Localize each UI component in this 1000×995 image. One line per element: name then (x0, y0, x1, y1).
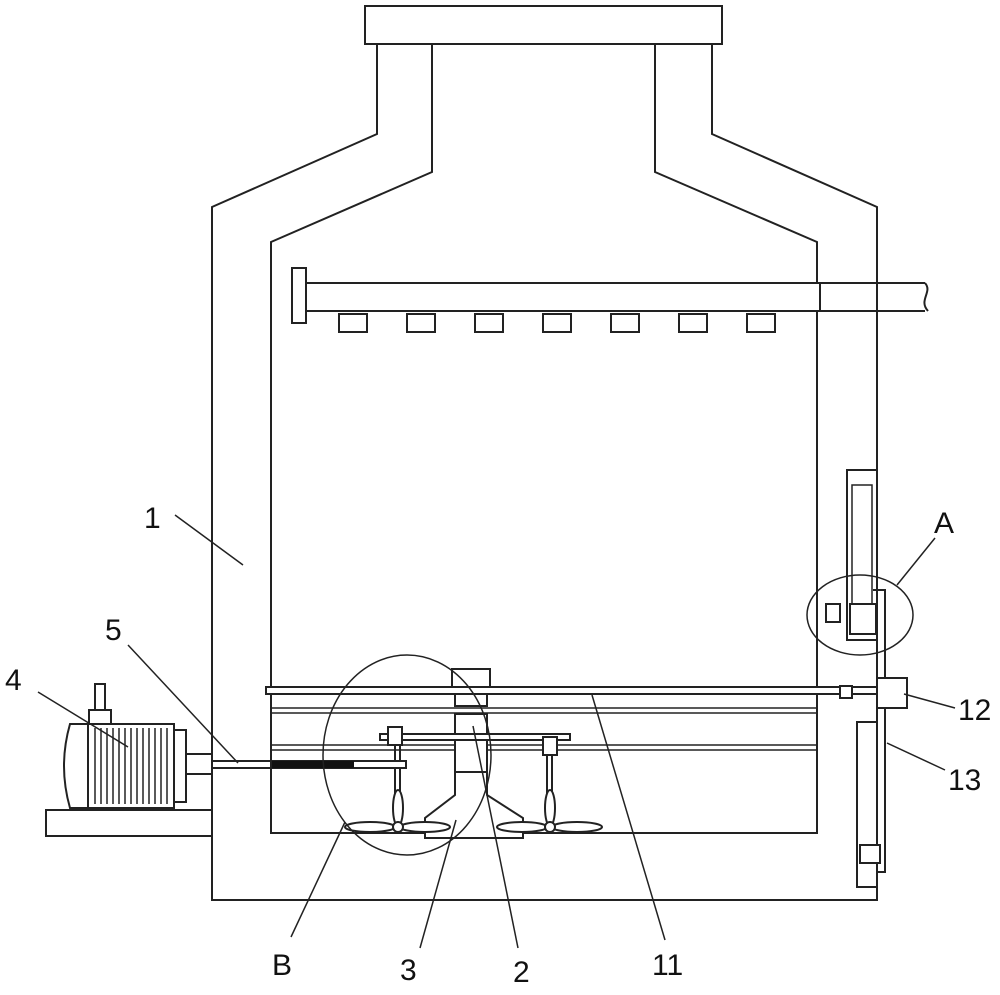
nozzle (406, 313, 436, 333)
leader-2 (472, 725, 519, 949)
rod-connector (839, 685, 853, 699)
tank-inner-wall (270, 44, 818, 834)
leader-12 (903, 693, 956, 709)
leader-1 (174, 514, 244, 566)
stirrer-center (544, 821, 556, 833)
stirrer-hub (387, 726, 403, 746)
label-13: 13 (948, 764, 981, 797)
motor-front-flange (173, 729, 187, 803)
nozzle (542, 313, 572, 333)
nozzle (474, 313, 504, 333)
motor-coupling (185, 753, 213, 775)
motor-end-cap (63, 723, 89, 809)
lower-plate-tab (859, 844, 881, 864)
nozzle (338, 313, 368, 333)
motor-terminal (94, 683, 106, 711)
top-cap (364, 5, 723, 45)
pipe-end-flange (291, 267, 307, 324)
label-12: 12 (958, 694, 991, 727)
label-5: 5 (105, 614, 122, 647)
slider-carriage (849, 603, 877, 635)
nozzle (610, 313, 640, 333)
label-b: B (272, 949, 292, 982)
leader-4 (37, 691, 129, 748)
stirrer-right (496, 736, 603, 833)
motor-base (45, 809, 213, 837)
block-mid (454, 693, 488, 707)
leader-5 (127, 644, 239, 764)
stirrer-hub (542, 736, 558, 756)
block-top (451, 668, 491, 688)
leader-11 (591, 694, 666, 941)
label-3: 3 (400, 954, 417, 987)
drive-shaft-outer (211, 760, 273, 769)
label-a: A (934, 507, 954, 540)
vertical-rod (876, 589, 886, 873)
leader-a (896, 537, 936, 586)
detail-circle-a (806, 574, 914, 656)
stirrer-blade (392, 789, 404, 827)
label-1: 1 (144, 502, 161, 535)
nozzle (746, 313, 776, 333)
rail-upper (265, 686, 879, 695)
label-4: 4 (5, 664, 22, 697)
label-2: 2 (513, 956, 530, 989)
clamp-block (876, 677, 908, 709)
motor-terminal-box (88, 709, 112, 725)
stirrer-blade (399, 821, 451, 833)
pipe-outlet (877, 282, 929, 312)
motor-assembly (45, 683, 213, 837)
nozzle (678, 313, 708, 333)
spray-pipe (305, 282, 821, 312)
stirrer-blade (544, 789, 556, 827)
tank-outer-wall (211, 44, 878, 901)
nozzles (338, 313, 776, 333)
motor-fins (94, 728, 168, 804)
stirrer-blade (551, 821, 603, 833)
detail-circle-b (322, 654, 492, 856)
funnel (424, 771, 524, 839)
rails (265, 686, 879, 751)
central-block (454, 713, 488, 773)
right-mechanism (825, 469, 908, 888)
labels: 1 5 4 B 3 2 11 12 13 A (5, 502, 991, 989)
pipe-wall-sleeve (819, 282, 878, 312)
stirrer-left (344, 726, 451, 833)
leader-lines (37, 514, 956, 949)
slider-block (825, 603, 841, 623)
leader-3 (419, 819, 457, 949)
stirrer-blade (496, 821, 548, 833)
leader-b (290, 821, 346, 938)
stirrer-center (392, 821, 404, 833)
screw-thread (272, 761, 354, 768)
label-11: 11 (652, 949, 683, 982)
leader-13 (886, 742, 946, 771)
